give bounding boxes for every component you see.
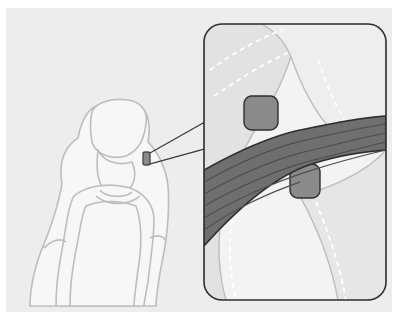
seat-belt-guide-marker xyxy=(143,152,150,165)
callout-belt-guide-upper xyxy=(244,96,278,130)
magnified-callout xyxy=(204,24,386,300)
